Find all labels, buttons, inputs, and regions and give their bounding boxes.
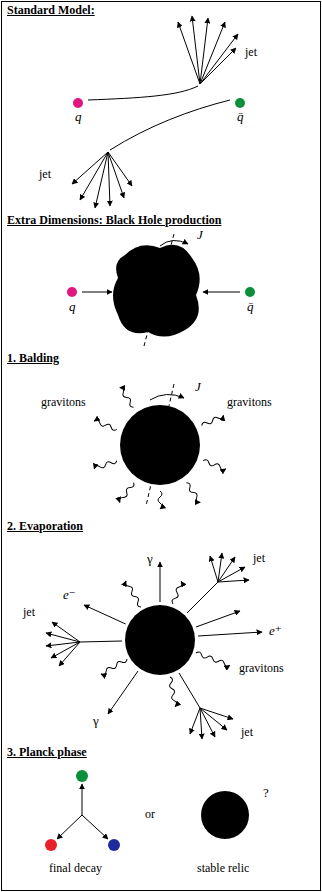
graviton-wave (195, 651, 230, 667)
antiquark-dot (245, 287, 255, 297)
quark-path (110, 100, 230, 150)
photon-arrow (160, 562, 161, 602)
caption-label: final decay (48, 862, 103, 875)
jet-label: jet (240, 726, 254, 739)
incoming-arrow (203, 292, 240, 293)
particle-label: q (74, 110, 83, 124)
emission-arrow (196, 611, 240, 627)
graviton-wave (201, 414, 224, 428)
section-heading: Standard Model: (6, 4, 96, 17)
graviton-label: gravitons (226, 396, 273, 409)
section-heading: 2. Evaporation (6, 520, 84, 533)
stable-relic (201, 791, 249, 839)
particle-label: q̄ (236, 110, 245, 124)
graviton-wave (124, 580, 142, 608)
black-hole-blob (113, 245, 200, 337)
electron-label: e⁻ (62, 588, 77, 602)
graviton-wave (203, 459, 227, 471)
incoming-arrow (82, 292, 112, 293)
particle-label: q̄ (246, 300, 255, 314)
graviton-wave (118, 482, 135, 504)
graviton-wave (118, 386, 135, 408)
jet-label: jet (252, 552, 266, 565)
question-mark: ? (262, 786, 270, 800)
spin-axis (146, 384, 174, 506)
jet-label: jet (244, 46, 258, 59)
black-hole (120, 405, 200, 485)
graviton-wave (158, 491, 162, 509)
spin-axis (144, 234, 174, 346)
jet-fan (210, 553, 249, 582)
graviton-label: gravitons (40, 396, 87, 409)
spin-label: J (196, 228, 204, 242)
positron-label: e⁺ (268, 624, 283, 638)
graviton-label: gravitons (238, 662, 285, 675)
jet-fan (178, 16, 238, 84)
electron-arrow (84, 605, 126, 624)
quark-dot (67, 287, 77, 297)
quark-dot (73, 98, 83, 108)
decay-product (108, 839, 120, 851)
jet-fan (46, 622, 80, 666)
graviton-wave (185, 482, 202, 504)
graviton-wave (171, 581, 183, 605)
jet-label: jet (38, 168, 52, 181)
jet-label: jet (22, 606, 36, 619)
antiquark-dot (235, 98, 245, 108)
decay-product (45, 839, 57, 851)
graviton-wave (94, 419, 118, 431)
jet-line (187, 582, 218, 613)
spin-label: J (194, 380, 202, 394)
decay-lines (57, 784, 108, 839)
jet-line (80, 641, 122, 642)
graviton-wave (168, 677, 177, 707)
photon-label: γ (92, 714, 100, 728)
photon-label: γ (146, 552, 154, 566)
positron-arrow (198, 632, 262, 636)
jet-line (179, 673, 200, 708)
section-heading: 1. Balding (6, 352, 60, 365)
spin-arrow (150, 394, 184, 400)
black-hole (125, 605, 195, 675)
jet-fan (190, 708, 233, 739)
decay-product (76, 770, 88, 782)
graviton-wave (94, 459, 118, 471)
particle-label: q (68, 300, 77, 314)
jet-fan (72, 152, 132, 208)
section-heading: 3. Planck phase (6, 746, 88, 759)
quark-path (88, 86, 198, 100)
photon-arrow (108, 671, 138, 714)
spin-arrow (160, 240, 188, 246)
graviton-wave (100, 657, 128, 675)
section-heading: Extra Dimensions: Black Hole production (6, 214, 222, 227)
or-label: or (144, 808, 156, 821)
caption-label: stable relic (196, 862, 250, 875)
